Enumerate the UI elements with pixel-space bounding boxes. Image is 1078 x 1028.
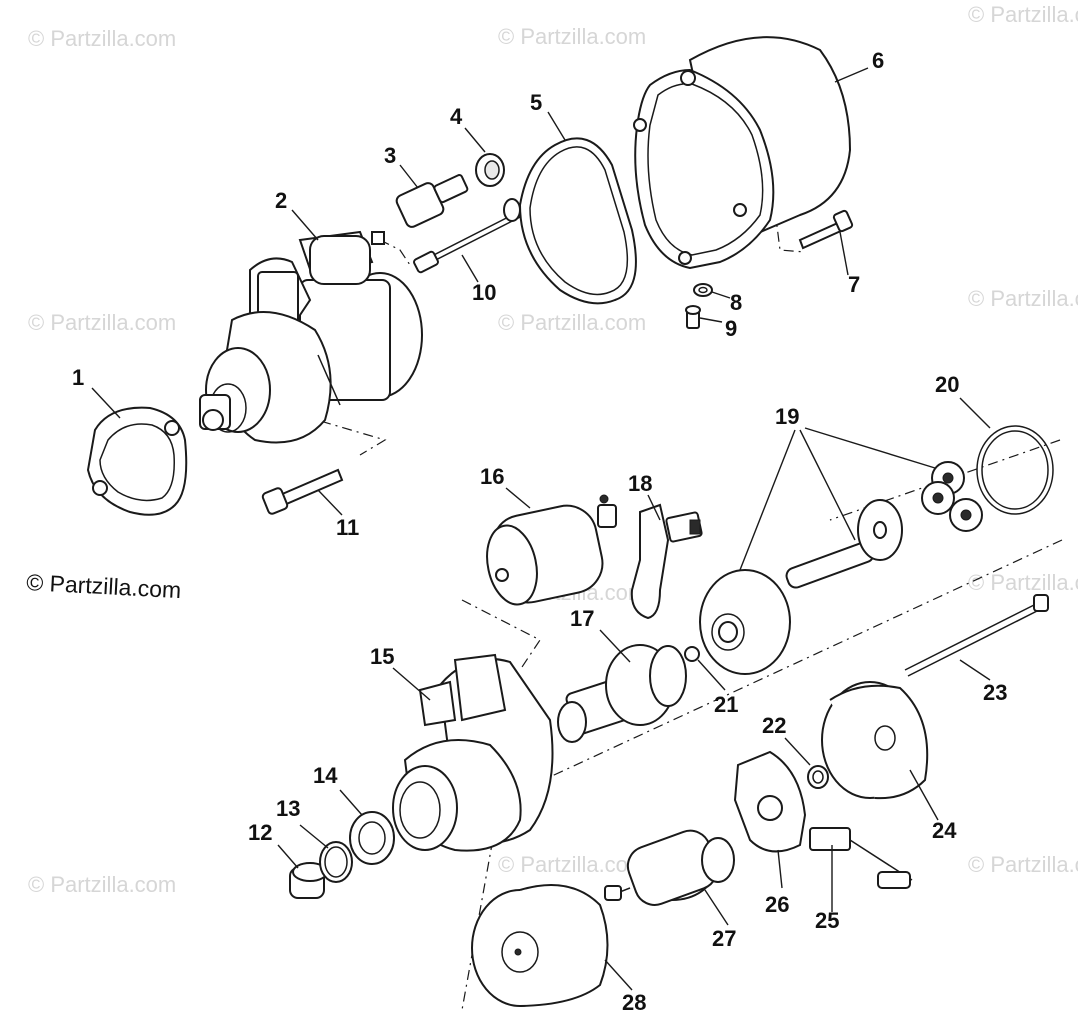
callout-21: 21 [714, 692, 738, 717]
callout-labels: 1 2 3 4 5 6 7 8 9 10 11 12 13 14 15 16 1… [72, 48, 1007, 1015]
callout-2: 2 [275, 188, 287, 213]
part-5-gasket-ring [518, 137, 637, 305]
part-28-yoke [471, 884, 609, 1007]
watermark: © Partzilla.com [968, 2, 1078, 27]
watermark: © Partzilla.com [968, 570, 1078, 595]
part-24-end-cap [821, 681, 929, 800]
callout-7: 7 [848, 272, 860, 297]
callout-22: 22 [762, 713, 786, 738]
watermark: © Partzilla.com [498, 24, 646, 49]
part-7-bolt [798, 209, 854, 250]
part-14-pinion [349, 811, 395, 865]
callout-15: 15 [370, 644, 394, 669]
leader-lines [91, 67, 991, 991]
part-9-screw [685, 305, 701, 329]
callout-1: 1 [72, 365, 84, 390]
credit-text: © Partzilla.com [26, 569, 182, 603]
part-13-ring [319, 841, 353, 883]
callout-9: 9 [725, 316, 737, 341]
part-16-solenoid [486, 494, 617, 606]
part-8-washer [693, 283, 713, 297]
watermark: © Partzilla.com [498, 852, 646, 877]
callout-6: 6 [872, 48, 884, 73]
part-4-seal [475, 153, 505, 187]
watermark-layer: © Partzilla.com © Partzilla.com © Partzi… [28, 2, 1078, 897]
callout-19: 19 [775, 404, 799, 429]
callout-17: 17 [570, 606, 594, 631]
callout-24: 24 [932, 818, 957, 843]
callout-27: 27 [712, 926, 736, 951]
watermark: © Partzilla.com [968, 286, 1078, 311]
part-15-front-housing [392, 653, 554, 852]
part-3-bushing [395, 174, 469, 228]
callout-5: 5 [530, 90, 542, 115]
callout-26: 26 [765, 892, 789, 917]
callout-13: 13 [276, 796, 300, 821]
part-17-clutch [557, 644, 687, 743]
part-21-ball [684, 646, 700, 662]
callout-23: 23 [983, 680, 1007, 705]
part-6-cover [633, 36, 852, 270]
callout-11: 11 [336, 515, 359, 540]
callout-25: 25 [815, 908, 839, 933]
watermark: © Partzilla.com [28, 872, 176, 897]
part-20-clip-ring [976, 425, 1054, 515]
watermark: © Partzilla.com [498, 310, 646, 335]
callout-4: 4 [450, 104, 463, 129]
callout-28: 28 [622, 990, 646, 1015]
part-22-washer [807, 765, 829, 789]
part-26-brush-holder [733, 750, 807, 853]
callout-18: 18 [628, 471, 652, 496]
watermark: © Partzilla.com [28, 310, 176, 335]
part-18-shift-lever [630, 503, 703, 620]
part-25-brushes [809, 827, 913, 889]
callout-20: 20 [935, 372, 959, 397]
watermark: © Partzilla.com [28, 26, 176, 51]
part-11-bolt [261, 468, 344, 515]
callout-14: 14 [313, 763, 338, 788]
watermark: © Partzilla.com [968, 852, 1078, 877]
callout-16: 16 [480, 464, 504, 489]
part-2-starter-assembly [199, 230, 423, 444]
part-1-gasket [86, 406, 188, 516]
part-27-armature [604, 829, 735, 906]
part-23-through-bolt [904, 594, 1049, 677]
callout-3: 3 [384, 143, 396, 168]
callout-12: 12 [248, 820, 272, 845]
callout-8: 8 [730, 290, 742, 315]
part-19-planetary-gears [699, 461, 983, 675]
callout-10: 10 [472, 280, 496, 305]
part-12-cap [289, 862, 328, 899]
